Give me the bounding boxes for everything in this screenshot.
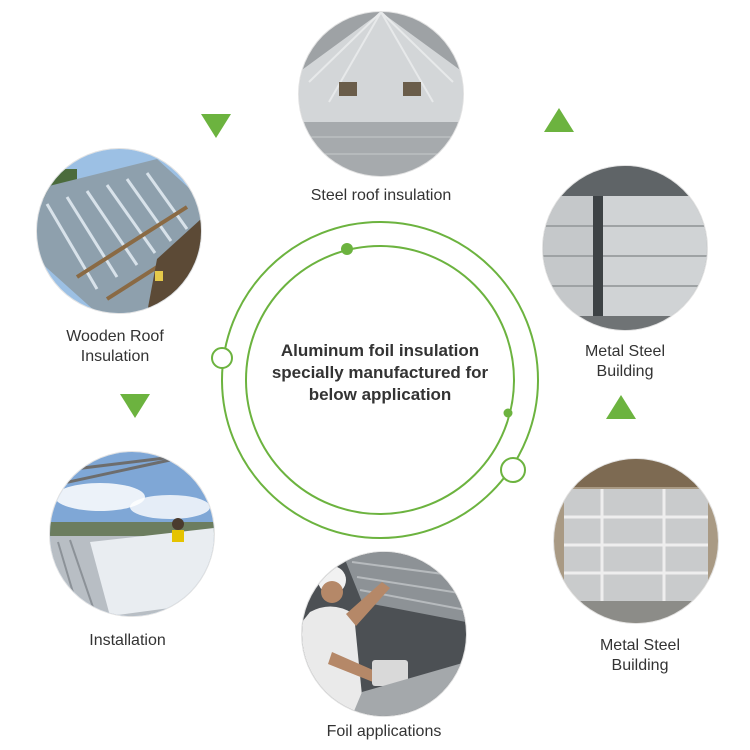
ring-node-bottom-right bbox=[500, 457, 526, 483]
item-label: Installation bbox=[55, 631, 200, 651]
arrow-down-icon bbox=[199, 112, 233, 140]
item-label-line: Insulation bbox=[80, 348, 150, 365]
item-label-line: Building bbox=[596, 363, 654, 380]
item-label: Metal Steel Building bbox=[555, 342, 695, 382]
item-label-line: Metal Steel bbox=[584, 343, 666, 360]
center-title: Aluminum foil insulation specially manuf… bbox=[250, 340, 510, 406]
item-label-line: Wooden Roof bbox=[66, 328, 164, 345]
item-label-line: Steel roof insulation bbox=[310, 187, 452, 204]
arrow-up-icon bbox=[542, 106, 576, 134]
item-label: Metal Steel Building bbox=[565, 636, 715, 676]
arrow-down-icon bbox=[118, 392, 152, 420]
ring-node-left bbox=[211, 347, 233, 369]
ring-dot-right bbox=[503, 408, 513, 418]
metal-steel-building-photo bbox=[554, 459, 718, 623]
steel-roof-insulation-photo bbox=[299, 12, 463, 176]
wooden-roof-insulation-photo bbox=[37, 149, 201, 313]
installation-photo bbox=[50, 452, 214, 616]
item-label-line: Metal Steel bbox=[599, 637, 681, 654]
foil-applications-photo bbox=[302, 552, 466, 716]
item-label: Wooden Roof Insulation bbox=[40, 327, 190, 367]
metal-steel-building-photo bbox=[543, 166, 707, 330]
item-label-line: Installation bbox=[89, 632, 166, 649]
ring-dot-top bbox=[341, 243, 353, 255]
item-label-line: Foil applications bbox=[326, 723, 442, 740]
item-label: Foil applications bbox=[300, 722, 468, 742]
item-label: Steel roof insulation bbox=[270, 186, 492, 206]
arrow-up-icon bbox=[604, 393, 638, 421]
center-title-line: specially manufactured for bbox=[271, 363, 489, 382]
center-title-line: Aluminum foil insulation bbox=[280, 341, 480, 360]
item-label-line: Building bbox=[611, 657, 669, 674]
center-title-line: below application bbox=[308, 385, 452, 404]
